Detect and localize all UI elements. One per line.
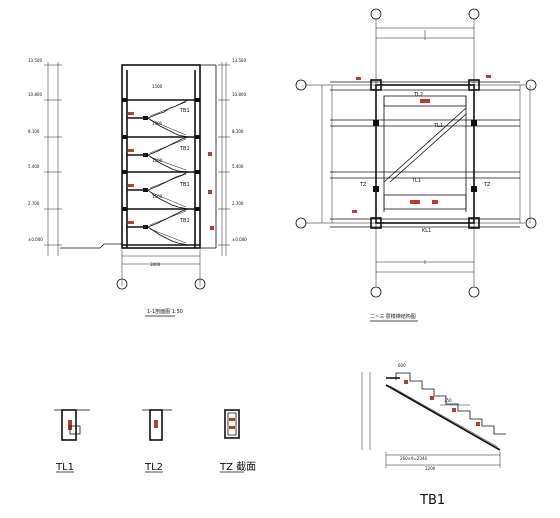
svg-text:TL2: TL2 xyxy=(413,92,423,98)
tb1-detail: 600 260×9=2340 3200 350 TB1 xyxy=(361,363,506,508)
svg-text:TB1: TB1 xyxy=(179,182,190,188)
svg-text:TZ: TZ xyxy=(359,182,367,188)
tz-detail: TZ 截面 xyxy=(219,409,256,473)
level-label: 10.800 xyxy=(232,92,246,97)
section-outline xyxy=(121,64,201,249)
stair-section-view: 13.500 10.800 8.100 5.400 2.700 ±0.000 1… xyxy=(28,58,247,317)
section-axis-bubbles xyxy=(116,278,206,290)
flight-label: 1500 xyxy=(152,194,163,199)
stair-plan-view: TL2 TL1 TL1 TZ TZ KL1 二~三 层楼梯结构图 xyxy=(295,8,537,322)
tb1-steps xyxy=(395,372,506,435)
svg-text:350: 350 xyxy=(444,398,452,403)
level-label: 2.700 xyxy=(232,201,244,206)
tb1-labels: 600 260×9=2340 3200 350 xyxy=(398,363,452,471)
level-label: 5.400 xyxy=(232,164,244,169)
flight-label: 1500 xyxy=(152,84,163,89)
plan-axis-bubbles xyxy=(295,8,537,298)
tb1-title: TB1 xyxy=(419,493,445,508)
plan-labels: TL2 TL1 TL1 TZ TZ KL1 xyxy=(359,92,491,234)
bottom-dimension-chain xyxy=(121,250,201,286)
stair-type-labels: TB1 TB1 TB1 TB1 xyxy=(179,108,190,224)
level-label: 13.500 xyxy=(232,58,246,63)
tb1-slab xyxy=(385,384,501,451)
stair-flights xyxy=(147,99,189,246)
level-label: 8.100 xyxy=(28,129,40,134)
landing-beam xyxy=(383,95,467,107)
span-label: 3000 xyxy=(150,262,161,267)
svg-text:TB1: TB1 xyxy=(179,108,190,114)
svg-text:260×9=2340: 260×9=2340 xyxy=(400,456,428,461)
svg-text:TL1: TL1 xyxy=(433,123,443,129)
section-title: 1-1剖面图 1:50 xyxy=(147,308,183,315)
beam-sections xyxy=(122,98,200,229)
plan-title: 二~三 层楼梯结构图 xyxy=(370,313,416,320)
beam-bands xyxy=(330,81,520,228)
svg-text:TB1: TB1 xyxy=(179,218,190,224)
plan-top-dimensions xyxy=(376,27,474,40)
level-label: 10.800 xyxy=(28,92,42,97)
section-tiny-labels: 13.500 10.800 8.100 5.400 2.700 ±0.000 1… xyxy=(28,58,247,267)
tl2-detail: TL2 xyxy=(142,409,172,473)
level-label: ±0.000 xyxy=(232,237,247,242)
tl1-detail: TL1 xyxy=(54,409,90,473)
level-label: 2.700 xyxy=(28,201,40,206)
svg-text:TB1: TB1 xyxy=(179,146,190,152)
flight-label: 1500 xyxy=(152,121,163,126)
plan-side-dimensions xyxy=(321,85,531,223)
tl1-label: TL1 xyxy=(55,462,74,473)
plan-bottom-dimensions xyxy=(376,260,474,273)
stair-well xyxy=(375,84,475,224)
right-dimension-chain xyxy=(218,62,230,256)
ground-line xyxy=(60,243,122,249)
flight-label: 1500 xyxy=(152,158,163,163)
level-label: 5.400 xyxy=(28,164,40,169)
svg-text:3200: 3200 xyxy=(425,466,436,471)
tz-label: TZ 截面 xyxy=(219,460,256,473)
svg-text:KL1: KL1 xyxy=(422,228,431,234)
tb1-dimensions xyxy=(361,372,501,468)
beam-details: TL1 TL2 TZ 截面 xyxy=(54,409,256,473)
plan-grid-lines xyxy=(305,18,525,286)
level-label: 8.100 xyxy=(232,129,244,134)
columns xyxy=(370,79,480,229)
level-marks xyxy=(128,112,214,230)
left-dimension-chain xyxy=(44,62,62,256)
tl2-label: TL2 xyxy=(144,462,163,473)
level-label: 13.500 xyxy=(28,58,42,63)
svg-text:TL1: TL1 xyxy=(411,178,421,184)
svg-text:TZ: TZ xyxy=(483,182,491,188)
level-label: ±0.000 xyxy=(28,237,43,242)
tb1-rebars xyxy=(404,380,480,426)
stair-run-diagonal xyxy=(383,107,467,183)
plan-red-marks xyxy=(352,75,491,213)
svg-text:600: 600 xyxy=(398,363,406,368)
